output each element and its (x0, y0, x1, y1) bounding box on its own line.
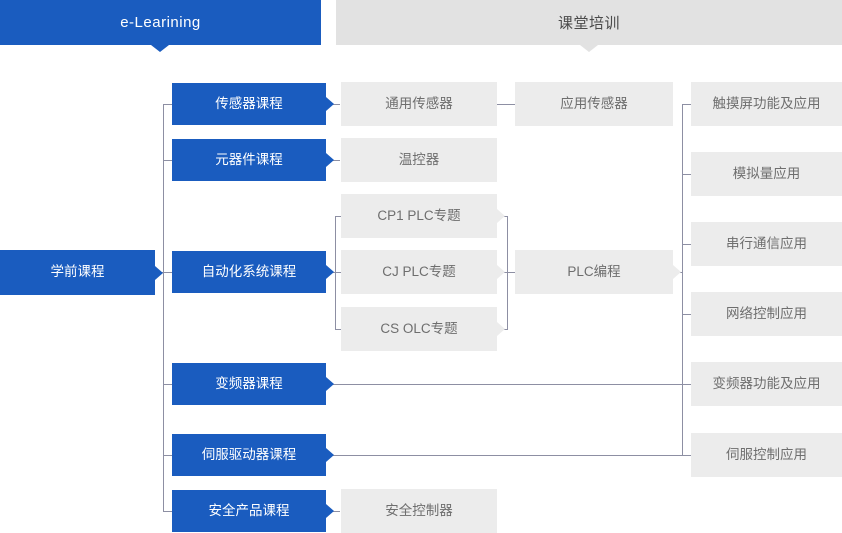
course-node-sensor[interactable]: 传感器课程 (172, 83, 334, 125)
connector-branch-sensor (163, 104, 173, 105)
application-node-analog[interactable]: 模拟量应用 (691, 152, 842, 196)
merged-node-plc-programming-label: PLC编程 (567, 263, 621, 279)
application-node-network-control[interactable]: 网络控制应用 (691, 292, 842, 336)
arrow-nub-icon (497, 265, 505, 279)
arrow-nub-icon (326, 448, 334, 462)
course-node-component[interactable]: 元器件课程 (172, 139, 334, 181)
topic-node-safety-controller-label: 安全控制器 (385, 502, 453, 518)
header-banner-elearning-arrow (151, 45, 169, 52)
topic-node-temperature-controller[interactable]: 温控器 (341, 138, 497, 182)
topic-node-general-sensor-label: 通用传感器 (385, 95, 453, 111)
topic-node-cp1-plc[interactable]: CP1 PLC专题 (341, 194, 505, 238)
connector-branch-inverter (163, 384, 173, 385)
arrow-nub-icon (155, 265, 163, 280)
merged-node-plc-programming[interactable]: PLC编程 (515, 250, 681, 294)
header-banner-classroom: 课堂培训 (336, 0, 842, 45)
application-node-inverter-function-label: 变频器功能及应用 (712, 375, 821, 391)
application-node-servo-control[interactable]: 伺服控制应用 (691, 433, 842, 477)
arrow-nub-icon (673, 265, 681, 279)
connector-to-cs (335, 329, 342, 330)
merged-node-applied-sensor-label: 应用传感器 (560, 95, 628, 111)
header-banner-classroom-arrow (580, 45, 598, 52)
connector-trunk-courses (163, 104, 164, 511)
root-node-label: 学前课程 (50, 264, 105, 280)
connector-branch-automation (163, 272, 173, 273)
course-node-sensor-label: 传感器课程 (215, 95, 283, 111)
header-banner-elearning-label: e-Learining (120, 14, 201, 31)
topic-node-cs-olc-label: CS OLC专题 (380, 320, 458, 336)
application-node-analog-label: 模拟量应用 (732, 165, 801, 181)
course-node-safety-product-label: 安全产品课程 (208, 502, 290, 518)
course-node-servo-driver[interactable]: 伺服驱动器课程 (172, 434, 334, 476)
course-node-component-label: 元器件课程 (215, 151, 283, 167)
arrow-nub-icon (326, 97, 334, 111)
connector-branch-safety (163, 511, 173, 512)
application-node-servo-control-label: 伺服控制应用 (726, 446, 807, 462)
merged-node-applied-sensor[interactable]: 应用传感器 (515, 82, 673, 126)
application-node-serial-communication[interactable]: 串行通信应用 (691, 222, 842, 266)
connector-app-touchscreen (682, 104, 692, 105)
connector-servo-long (326, 455, 692, 456)
topic-node-general-sensor[interactable]: 通用传感器 (341, 82, 497, 126)
course-node-automation-system-label: 自动化系统课程 (201, 263, 297, 279)
application-node-touchscreen[interactable]: 触摸屏功能及应用 (691, 82, 842, 126)
connector-merge-to-plc (507, 272, 515, 273)
arrow-nub-icon (326, 153, 334, 167)
arrow-nub-icon (326, 377, 334, 391)
course-node-servo-driver-label: 伺服驱动器课程 (201, 446, 297, 462)
arrow-nub-icon (326, 504, 334, 518)
course-node-inverter-label: 变频器课程 (215, 375, 283, 391)
application-node-serial-communication-label: 串行通信应用 (726, 235, 807, 251)
topic-node-safety-controller[interactable]: 安全控制器 (341, 489, 497, 533)
arrow-nub-icon (497, 209, 505, 223)
course-node-inverter[interactable]: 变频器课程 (172, 363, 334, 405)
connector-app-network (682, 314, 692, 315)
connector-apps-trunk (682, 104, 683, 455)
application-node-network-control-label: 网络控制应用 (726, 305, 807, 321)
arrow-nub-icon (326, 265, 334, 279)
connector-app-serial (682, 244, 692, 245)
connector-branch-servo (163, 455, 173, 456)
connector-branch-component (163, 160, 173, 161)
header-banner-elearning: e-Learining (0, 0, 321, 45)
application-node-touchscreen-label: 触摸屏功能及应用 (712, 95, 821, 111)
topic-node-cs-olc[interactable]: CS OLC专题 (341, 307, 505, 351)
root-node-preschool-course[interactable]: 学前课程 (0, 250, 163, 295)
topic-node-cp1-plc-label: CP1 PLC专题 (377, 207, 461, 223)
application-node-inverter-function[interactable]: 变频器功能及应用 (691, 362, 842, 406)
course-node-automation-system[interactable]: 自动化系统课程 (172, 251, 334, 293)
connector-general-to-applied (497, 104, 515, 105)
course-node-safety-product[interactable]: 安全产品课程 (172, 490, 334, 532)
topic-node-cj-plc-label: CJ PLC专题 (382, 263, 456, 279)
connector-inverter-long (326, 384, 692, 385)
arrow-nub-icon (497, 322, 505, 336)
connector-app-analog (682, 174, 692, 175)
connector-to-cp1 (335, 216, 342, 217)
header-banner-classroom-label: 课堂培训 (557, 15, 620, 32)
topic-node-cj-plc[interactable]: CJ PLC专题 (341, 250, 505, 294)
connector-to-cj (335, 272, 342, 273)
topic-node-temperature-controller-label: 温控器 (398, 151, 440, 167)
